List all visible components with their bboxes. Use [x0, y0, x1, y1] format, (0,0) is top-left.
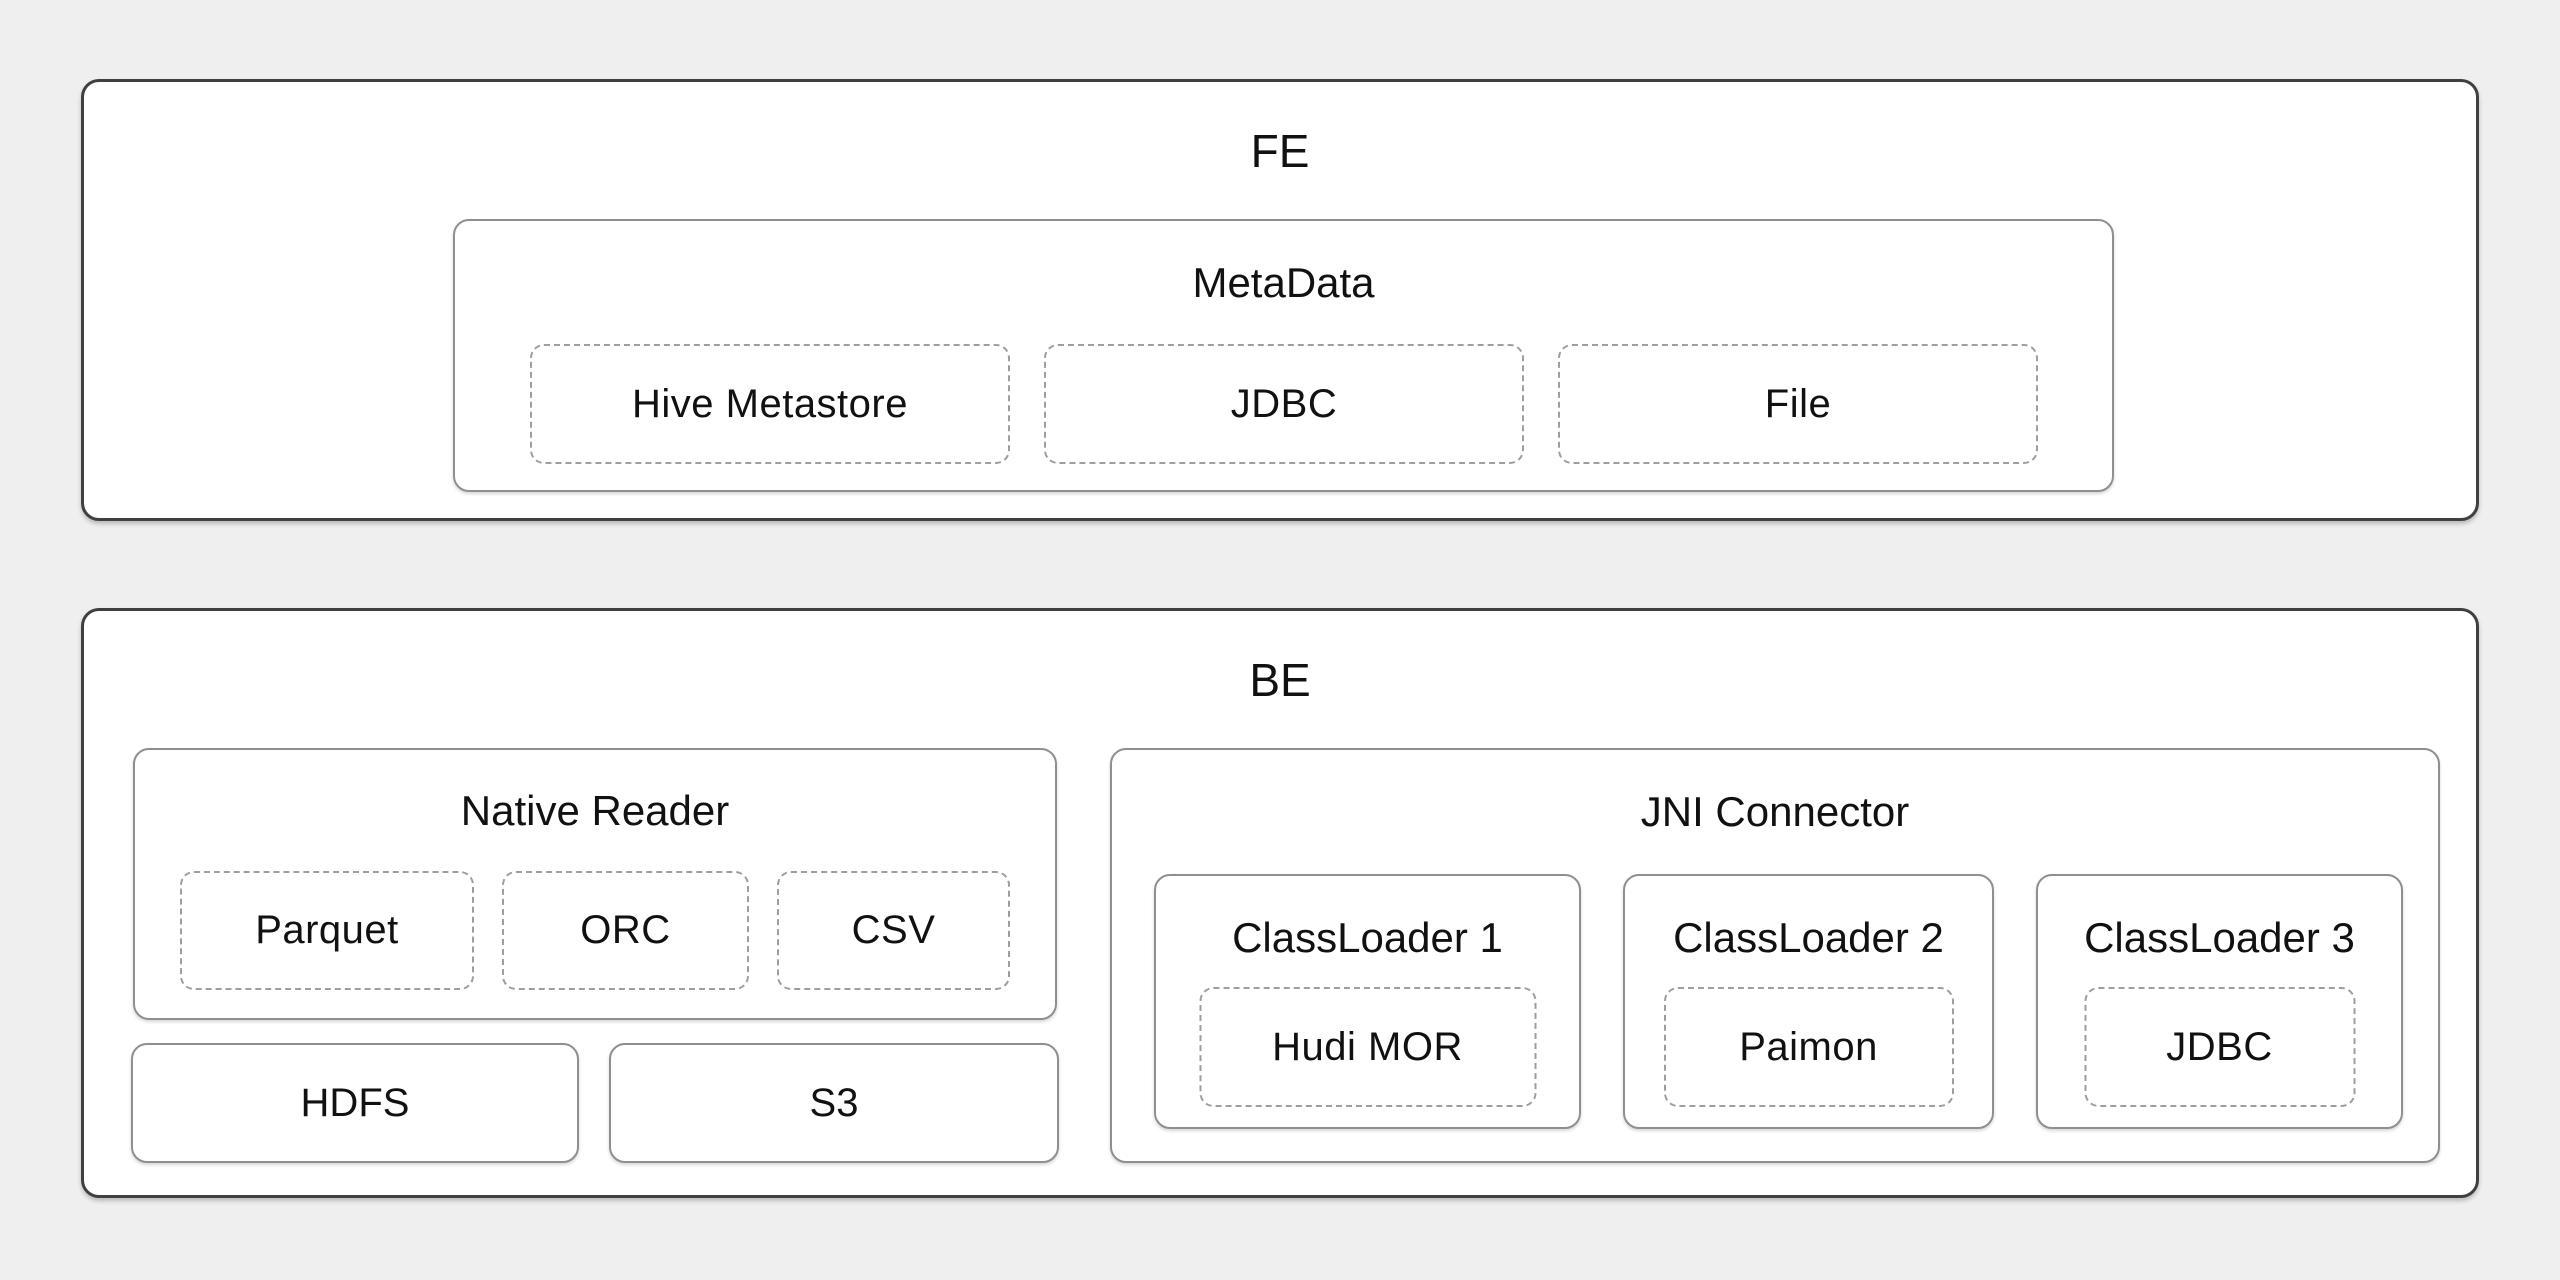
classloader3-box: ClassLoader 3 JDBC [2036, 874, 2403, 1129]
be-title: BE [1249, 653, 1311, 706]
native-reader-items-row: Parquet ORC CSV [180, 871, 1010, 990]
jdbc-connector-box: JDBC [2084, 987, 2355, 1107]
classloader1-box: ClassLoader 1 Hudi MOR [1154, 874, 1581, 1129]
jni-connector-box: JNI Connector ClassLoader 1 Hudi MOR Cla… [1110, 748, 2440, 1163]
hudi-mor-box: Hudi MOR [1199, 987, 1536, 1107]
classloader3-title: ClassLoader 3 [2084, 914, 2355, 961]
classloader-row: ClassLoader 1 Hudi MOR ClassLoader 2 Pai… [1154, 874, 2403, 1129]
jdbc-metadata-box: JDBC [1044, 344, 1524, 464]
metadata-title: MetaData [1192, 258, 1375, 306]
be-box: BE Native Reader Parquet ORC CSV HDFS S3… [81, 608, 2479, 1198]
parquet-box: Parquet [180, 871, 474, 990]
paimon-box: Paimon [1663, 987, 1954, 1107]
orc-box: ORC [502, 871, 749, 990]
classloader2-box: ClassLoader 2 Paimon [1623, 874, 1994, 1129]
hive-metastore-box: Hive Metastore [530, 344, 1010, 464]
metadata-items-row: Hive Metastore JDBC File [530, 344, 2038, 464]
native-reader-box: Native Reader Parquet ORC CSV [133, 748, 1057, 1020]
csv-box: CSV [777, 871, 1010, 990]
native-reader-title: Native Reader [460, 786, 730, 834]
s3-box: S3 [609, 1043, 1059, 1163]
classloader2-title: ClassLoader 2 [1673, 914, 1944, 961]
classloader1-title: ClassLoader 1 [1232, 914, 1503, 961]
fe-title: FE [1250, 124, 1310, 177]
hdfs-box: HDFS [131, 1043, 579, 1163]
metadata-box: MetaData Hive Metastore JDBC File [453, 219, 2114, 492]
fe-box: FE MetaData Hive Metastore JDBC File [81, 79, 2479, 521]
file-metadata-box: File [1558, 344, 2038, 464]
jni-connector-title: JNI Connector [1640, 788, 1910, 835]
